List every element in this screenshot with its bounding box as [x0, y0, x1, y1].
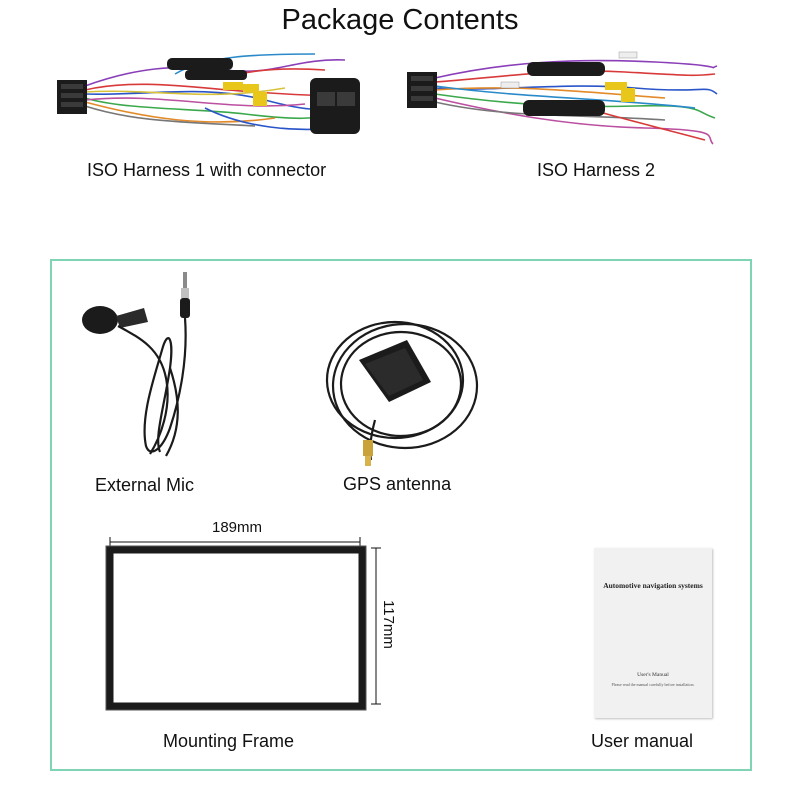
manual-cover-title: Automotive navigation systems: [603, 581, 703, 590]
mounting-frame-image: [105, 537, 381, 711]
accessories-box: [50, 259, 752, 771]
page-title: Package Contents: [281, 4, 519, 36]
external-mic-image: [82, 272, 190, 457]
frame-height-label: 117mm: [380, 600, 397, 649]
user-manual-label: User manual: [591, 731, 694, 751]
frame-width-label: 189mm: [212, 519, 263, 536]
iso-harness-2-label: ISO Harness 2: [537, 160, 656, 180]
user-manual-image: Automotive navigation systems User's Man…: [594, 548, 712, 718]
gps-antenna-label: GPS antenna: [343, 474, 452, 494]
iso-harness-1-label: ISO Harness 1 with connector: [87, 160, 327, 180]
iso-harness-1-image: [57, 53, 360, 134]
gps-antenna-image: [325, 320, 479, 466]
external-mic-label: External Mic: [95, 475, 195, 495]
mounting-frame-label: Mounting Frame: [163, 731, 295, 751]
manual-cover-note: Please read the manual carefully before …: [611, 682, 695, 687]
iso-harness-2-image: [407, 51, 718, 145]
manual-cover-subtitle: User's Manual: [637, 672, 669, 678]
